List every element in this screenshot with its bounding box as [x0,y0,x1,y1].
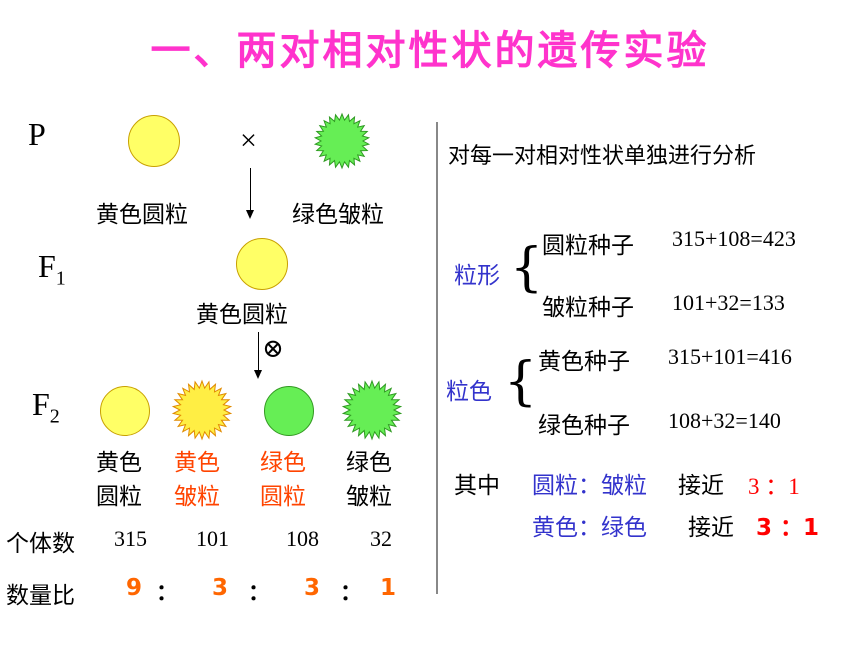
ratio-value-1: 1 [380,575,397,601]
analysis-heading: 对每一对相对性状单独进行分析 [448,144,757,169]
yellow-round-pea-icon [128,115,180,167]
ratio-value-3b: 3 [304,575,321,601]
f2-phenotype-green-round: 绿色圆粒 [260,450,306,510]
count-green-wrinkled: 32 [370,526,392,551]
count-yellow-round: 315 [114,526,147,551]
f2-generation-label: F2 [32,386,60,428]
left-brace-icon: { [510,238,544,298]
f1-yellow-round-pea-icon [236,238,288,290]
summary-shape-ratio: 3 ：1 [748,474,800,499]
seed-color-label: 粒色 [446,379,492,405]
parent1-phenotype: 黄色圆粒 [96,202,188,228]
ratio-separator: ： [248,581,271,606]
ratio-label: 数量比 [6,583,75,609]
yellow-seed-calc: 315+101=416 [668,344,792,369]
slide-title: 一、两对相对性状的遗传实验 [150,28,710,74]
f2-phenotype-yellow-wrinkled: 黄色皱粒 [174,450,220,510]
f2-phenotype-yellow-round: 黄色圆粒 [96,450,142,510]
f2-yellow-round-pea-icon [100,386,150,436]
f2-phenotype-green-wrinkled: 绿色皱粒 [346,450,392,510]
self-arrow-line [258,332,259,370]
summary-color-ratio: 3 ：1 [756,515,820,541]
summary-color-approx: 接近 [688,515,734,541]
p-generation-label: P [28,116,46,152]
f2-green-wrinkled-pea-icon [341,379,403,441]
summary-shape-pair: 圆粒：皱粒 [532,473,647,499]
round-seed-calc: 315+108=423 [672,226,796,251]
ratio-separator: ： [340,581,363,606]
count-label: 个体数 [6,531,75,557]
ratio-value-3a: 3 [212,575,229,601]
green-wrinkled-pea-icon [313,112,371,170]
summary-color-pair: 黄色：绿色 [532,515,647,541]
round-seed-label: 圆粒种子 [542,233,634,259]
left-brace-icon: { [504,352,538,412]
summary-shape-approx: 接近 [678,473,724,499]
count-yellow-wrinkled: 101 [196,526,229,551]
ratio-value-9: 9 [126,575,143,601]
column-divider [436,122,438,594]
green-seed-calc: 108+32=140 [668,408,781,433]
ratio-separator: ： [156,581,179,606]
f2-green-round-pea-icon [264,386,314,436]
cross-symbol: × [240,124,257,157]
f2-yellow-wrinkled-pea-icon [171,379,233,441]
green-seed-label: 绿色种子 [538,413,630,439]
seed-shape-label: 粒形 [454,263,500,289]
f1-phenotype: 黄色圆粒 [196,302,288,328]
count-green-round: 108 [286,526,319,551]
down-arrow-icon [254,370,262,379]
summary-among-label: 其中 [454,473,500,499]
f1-generation-label: F1 [38,248,66,290]
parent2-phenotype: 绿色皱粒 [292,202,384,228]
wrinkled-seed-calc: 101+32=133 [672,290,785,315]
down-arrow-icon [246,210,254,219]
yellow-seed-label: 黄色种子 [538,349,630,375]
self-cross-symbol: ⊗ [262,334,284,363]
wrinkled-seed-label: 皱粒种子 [542,295,634,321]
cross-arrow-line [250,168,251,210]
